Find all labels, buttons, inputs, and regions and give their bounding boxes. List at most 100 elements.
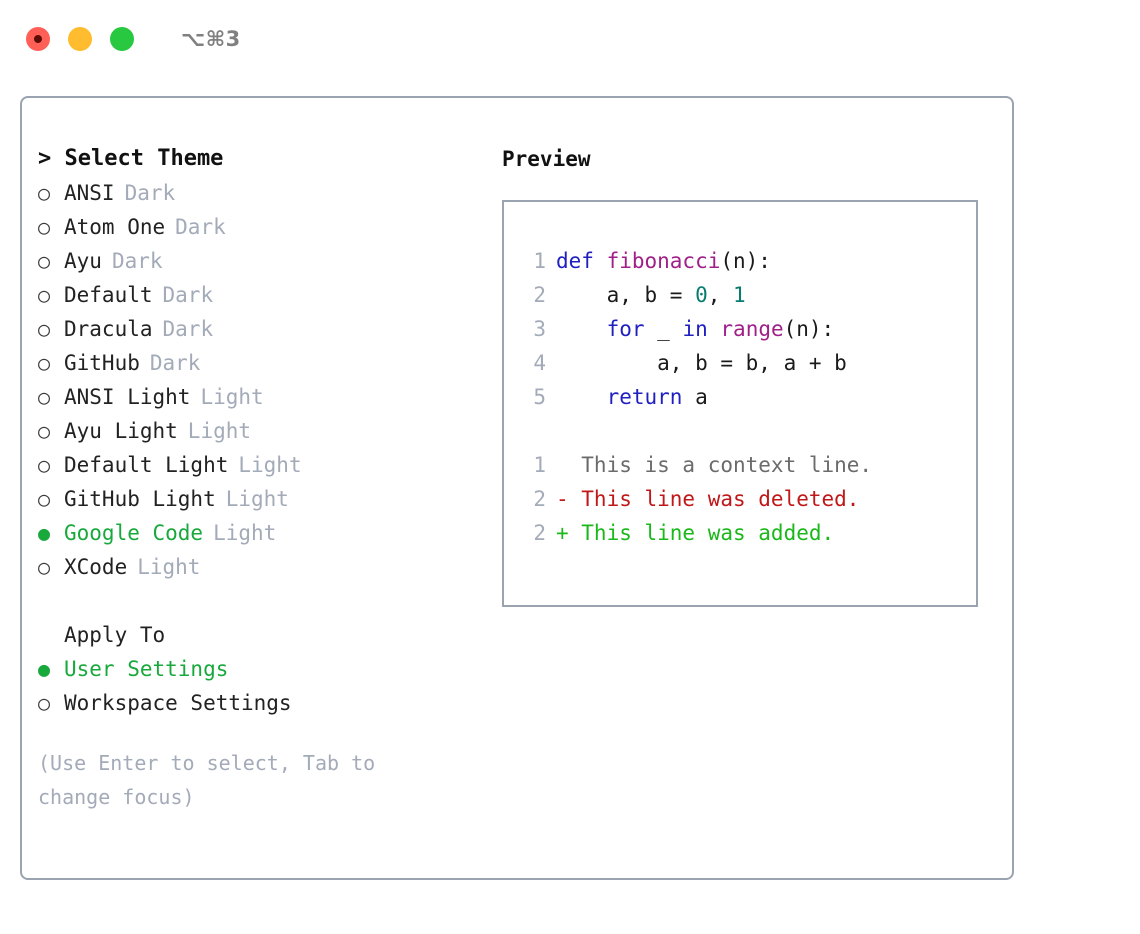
code-token: def — [556, 249, 607, 273]
radio-unselected-icon: ○ — [38, 453, 51, 477]
code-token: range — [720, 317, 784, 341]
line-number: 2 — [533, 487, 546, 511]
radio-unselected-icon: ○ — [38, 283, 51, 307]
code-token — [556, 380, 607, 414]
apply-to-option-workspace-settings[interactable]: ○ Workspace Settings — [38, 686, 498, 720]
theme-option-tag: Dark — [111, 249, 163, 273]
radio-selected-icon: ● — [38, 521, 51, 545]
apply-to-heading-row: Apply To — [38, 618, 498, 652]
minimize-button[interactable] — [68, 27, 92, 51]
code-token: - This line was deleted. — [556, 487, 860, 511]
theme-option-tag: Light — [200, 385, 264, 409]
code-token: 0 — [695, 283, 708, 307]
code-token: (n): — [720, 249, 771, 273]
theme-option-label: XCode — [64, 555, 128, 579]
code-token: 1 — [733, 283, 746, 307]
theme-option-github[interactable]: ○ GitHub Dark — [38, 346, 498, 380]
line-number: 1 — [533, 453, 546, 477]
diff-line: 2 + This line was added. — [504, 516, 976, 550]
theme-option-label: ANSI Light — [64, 385, 191, 409]
theme-option-tag: Dark — [162, 317, 214, 341]
code-line: 3 for _ in range(n): — [504, 312, 976, 346]
theme-option-label: Default — [64, 283, 153, 307]
apply-to-option-label: Workspace Settings — [64, 691, 292, 715]
theme-option-default[interactable]: ○ Default Dark — [38, 278, 498, 312]
window-controls[interactable] — [26, 27, 134, 51]
radio-unselected-icon: ○ — [38, 181, 51, 205]
theme-option-ayu-light[interactable]: ○ Ayu Light Light — [38, 414, 498, 448]
theme-option-tag: Dark — [124, 181, 176, 205]
apply-to-option-user-settings[interactable]: ●User Settings — [38, 652, 498, 686]
theme-option-label: Default Light — [64, 453, 229, 477]
close-button[interactable] — [26, 27, 50, 51]
code-token: a — [682, 385, 708, 409]
theme-option-tag: Light — [225, 487, 289, 511]
theme-option-default-light[interactable]: ○ Default Light Light — [38, 448, 498, 482]
code-token — [708, 312, 721, 346]
code-line: 1 def fibonacci(n): — [504, 244, 976, 278]
window-title: ⌥⌘3 — [181, 27, 241, 51]
radio-unselected-icon: ○ — [38, 487, 51, 511]
theme-option-tag: Light — [187, 419, 252, 443]
line-number: 1 — [533, 249, 546, 273]
theme-option-tag: Dark — [149, 351, 201, 375]
theme-option-tag: Light — [213, 521, 277, 545]
list-spacer — [38, 584, 498, 618]
theme-option-label: Google Code — [64, 521, 204, 545]
theme-option-dracula[interactable]: ○ Dracula Dark — [38, 312, 498, 346]
code-token: + This line was added. — [556, 521, 835, 545]
code-token: , — [707, 283, 734, 307]
theme-picker-heading: > Select Theme — [38, 146, 224, 171]
keyboard-hint: (Use Enter to select, Tab to change focu… — [38, 751, 388, 809]
zoom-button[interactable] — [110, 27, 134, 51]
theme-option-tag: Dark — [162, 283, 214, 307]
diff-line: 1 This is a context line. — [504, 448, 976, 482]
code-line: 4 a, b = b, a + b — [504, 346, 976, 380]
apply-to-option-label: User Settings — [64, 657, 229, 681]
theme-option-label: GitHub — [64, 351, 140, 375]
preview-gap — [504, 414, 976, 448]
radio-unselected-icon: ○ — [38, 351, 51, 375]
theme-option-tag: Light — [238, 453, 302, 477]
code-token — [556, 312, 607, 346]
theme-option-label: Ayu Light — [64, 419, 178, 443]
theme-option-tag: Light — [137, 555, 201, 579]
radio-unselected-icon: ○ — [38, 317, 51, 341]
theme-option-label: ANSI — [64, 181, 115, 205]
theme-option-xcode[interactable]: ○ XCode Light — [38, 550, 498, 584]
line-number: 2 — [533, 283, 546, 307]
diff-sample: 1 This is a context line. 2 - This line wa… — [504, 448, 976, 550]
code-token: in — [682, 317, 708, 341]
theme-option-github-light[interactable]: ○ GitHub Light Light — [38, 482, 498, 516]
code-token: fibonacci — [606, 249, 721, 273]
radio-unselected-icon: ○ — [38, 691, 51, 715]
code-token: (n): — [783, 317, 835, 341]
line-number: 4 — [533, 351, 546, 375]
code-token: _ — [644, 317, 683, 341]
radio-unselected-icon: ○ — [38, 555, 51, 579]
line-number: 2 — [533, 521, 546, 545]
theme-option-label: GitHub Light — [64, 487, 216, 511]
radio-unselected-icon: ○ — [38, 215, 51, 239]
diff-line: 2 - This line was deleted. — [504, 482, 976, 516]
apply-to-option-list[interactable]: ●User Settings ○ Workspace Settings — [38, 652, 498, 720]
line-number: 5 — [533, 385, 546, 409]
code-token: a, b = — [556, 283, 696, 307]
theme-option-google-code[interactable]: ● Google Code Light — [38, 516, 498, 550]
theme-option-label: Atom One — [64, 215, 166, 239]
preview-heading: Preview — [502, 147, 591, 171]
code-token: return — [606, 385, 683, 409]
radio-unselected-icon: ○ — [38, 419, 51, 443]
theme-option-ansi[interactable]: ○ ANSI Dark — [38, 176, 498, 210]
code-line: 5 return a — [504, 380, 976, 414]
theme-option-label: Dracula — [64, 317, 153, 341]
theme-option-label: Ayu — [64, 249, 102, 273]
